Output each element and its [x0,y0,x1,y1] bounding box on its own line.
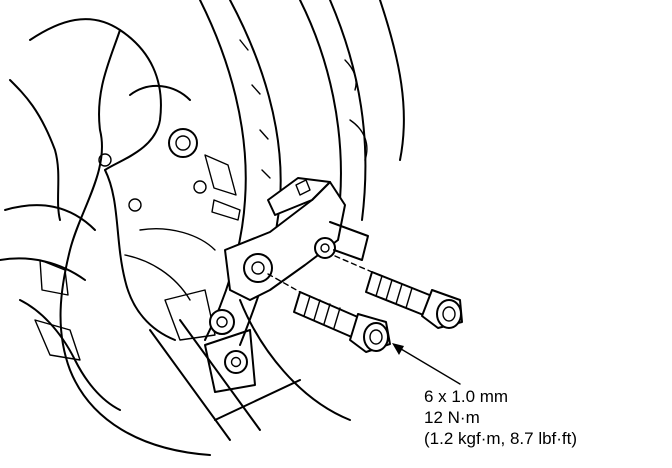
upper-bolt-icon [365,271,463,329]
torque-alt-label: (1.2 kgf·m, 8.7 lbf·ft) [424,429,578,448]
leader-arrow-icon [392,343,461,385]
bolt-size-label: 6 x 1.0 mm [424,387,509,406]
hex-wrench-icon [329,221,369,261]
alignment-lines [267,255,373,293]
engine-block-icon [0,18,216,456]
torque-specification: 6 x 1.0 mm 12 N·m (1.2 kgf·m, 8.7 lbf·ft… [424,386,577,449]
flange-bolt-icon [293,291,391,353]
lower-housing-icon [149,289,351,441]
torque-nm-label: 12 N·m [424,408,480,427]
tensioner-bracket-icon [204,154,346,393]
